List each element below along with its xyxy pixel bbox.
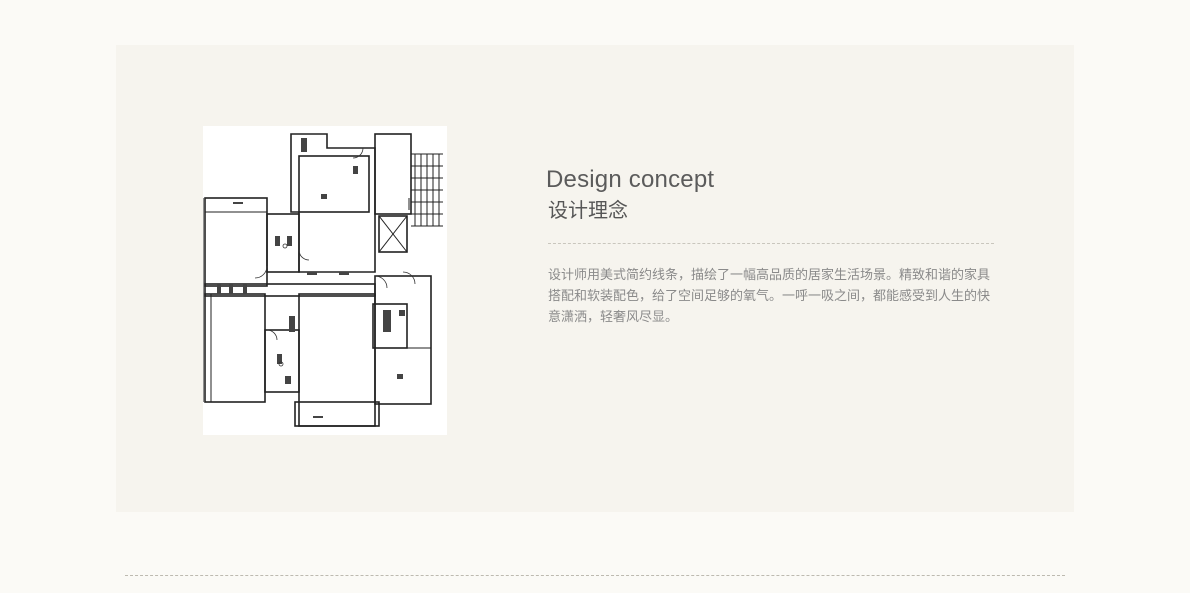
floor-plan-image <box>203 126 447 435</box>
section-description: 设计师用美式简约线条，描绘了一幅高品质的居家生活场景。精致和谐的家具搭配和软装配… <box>548 268 991 325</box>
design-concept-panel: Design concept 设计理念 设计师用美式简约线条，描绘了一幅高品质的… <box>116 45 1074 512</box>
section-title-chinese: 设计理念 <box>548 198 628 222</box>
floor-plan-drawing <box>203 133 443 427</box>
design-concept-text: Design concept 设计理念 设计师用美式简约线条，描绘了一幅高品质的… <box>546 165 996 328</box>
section-title-english: Design concept <box>546 166 715 193</box>
title-divider <box>548 243 994 244</box>
bottom-dashed-divider <box>125 575 1065 576</box>
